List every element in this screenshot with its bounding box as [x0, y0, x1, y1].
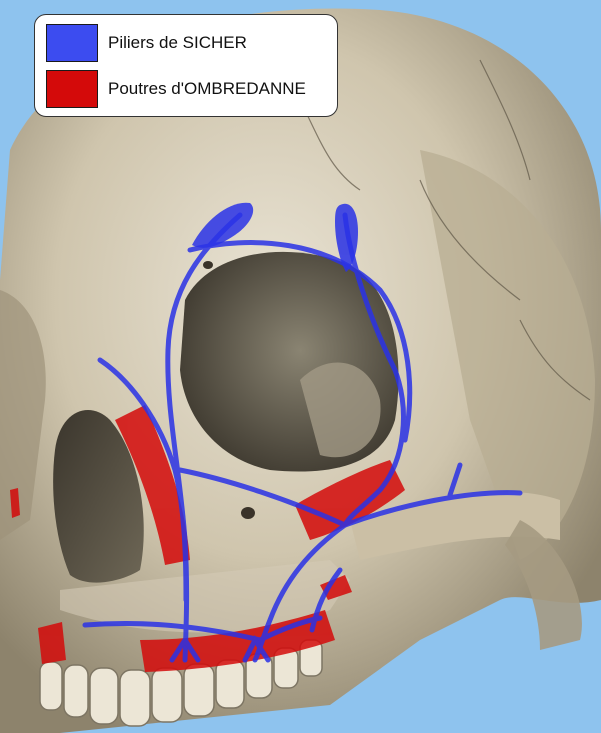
legend-label-ombredanne: Poutres d'OMBREDANNE — [108, 79, 306, 99]
legend: Piliers de SICHER Poutres d'OMBREDANNE — [34, 14, 338, 117]
legend-label-sicher: Piliers de SICHER — [108, 33, 247, 53]
tooth — [64, 665, 88, 717]
legend-item-ombredanne: Poutres d'OMBREDANNE — [46, 70, 306, 108]
tooth — [184, 664, 214, 716]
legend-swatch-red — [46, 70, 98, 108]
tooth — [152, 668, 182, 722]
tooth — [216, 660, 244, 708]
tooth — [120, 670, 150, 726]
tooth — [90, 668, 118, 724]
legend-item-sicher: Piliers de SICHER — [46, 24, 247, 62]
legend-swatch-blue — [46, 24, 98, 62]
tooth — [40, 662, 62, 710]
beam-alveolar-left — [38, 622, 66, 664]
supraorbital-foramen — [203, 261, 213, 269]
infraorbital-foramen — [241, 507, 255, 519]
